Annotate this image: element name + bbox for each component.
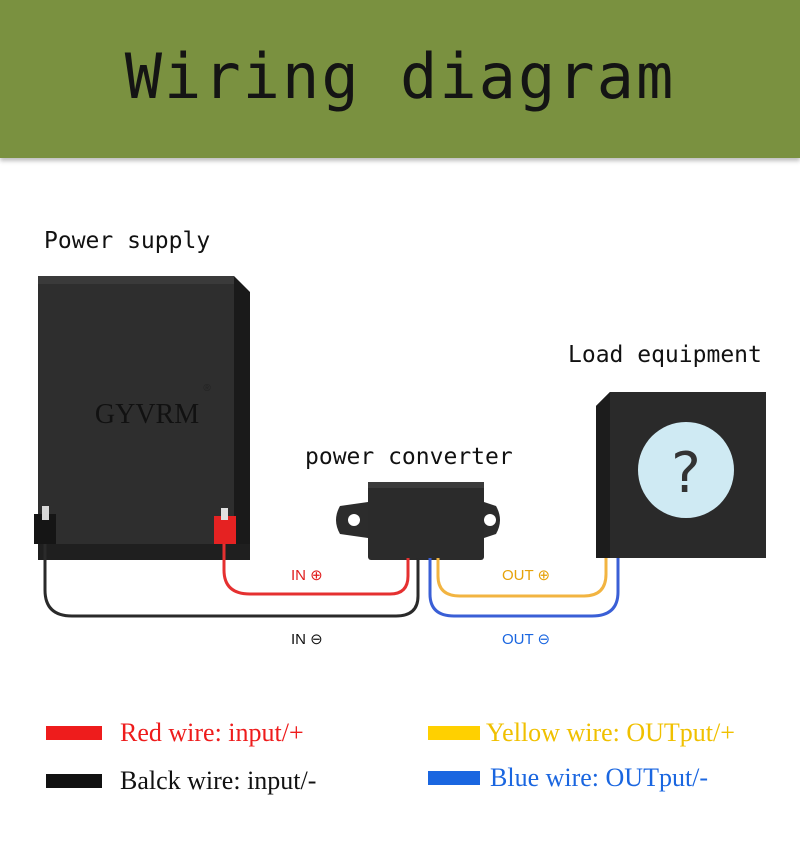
legend-blue: Blue wire: OUTput/- (428, 763, 708, 793)
legend-blue-text: Blue wire: OUTput/- (490, 763, 709, 792)
out-minus-label: OUT ⊖ (502, 631, 550, 648)
legend-yellow: Yellow wire: OUTput/+ (428, 718, 735, 748)
yellow-swatch (428, 726, 480, 740)
legend-red: Red wire: input/+ (46, 718, 304, 748)
page-title: Wiring diagram (124, 40, 676, 113)
in-minus-label: IN ⊖ (291, 631, 323, 648)
black-wire (43, 544, 420, 618)
negative-terminal (34, 514, 56, 544)
power-converter-label: power converter (305, 444, 513, 470)
legend-black: Balck wire: input/- (46, 766, 316, 796)
question-mark-icon: ? (671, 441, 701, 506)
blue-wire (428, 558, 620, 618)
registered-mark: ® (203, 383, 211, 394)
black-swatch (46, 774, 102, 788)
load-equipment-label: Load equipment (568, 342, 762, 368)
header-banner: Wiring diagram (0, 0, 800, 158)
legend-yellow-text: Yellow wire: OUTput/+ (486, 718, 735, 747)
load-equipment-device: ? (596, 392, 766, 558)
red-wire (222, 544, 410, 596)
out-plus-label: OUT ⊕ (502, 567, 550, 584)
yellow-wire (436, 558, 608, 598)
power-supply-label: Power supply (44, 228, 211, 254)
load-screen (638, 422, 734, 518)
blue-swatch (428, 771, 480, 785)
brand-logo: GYVRM (95, 399, 199, 430)
legend-black-text: Balck wire: input/- (120, 766, 317, 795)
legend-red-text: Red wire: input/+ (120, 718, 304, 747)
red-swatch (46, 726, 102, 740)
power-supply-device: GYVRM ® (34, 276, 250, 560)
in-plus-label: IN ⊕ (291, 567, 323, 584)
power-converter-device (336, 482, 500, 560)
positive-terminal (214, 516, 236, 544)
